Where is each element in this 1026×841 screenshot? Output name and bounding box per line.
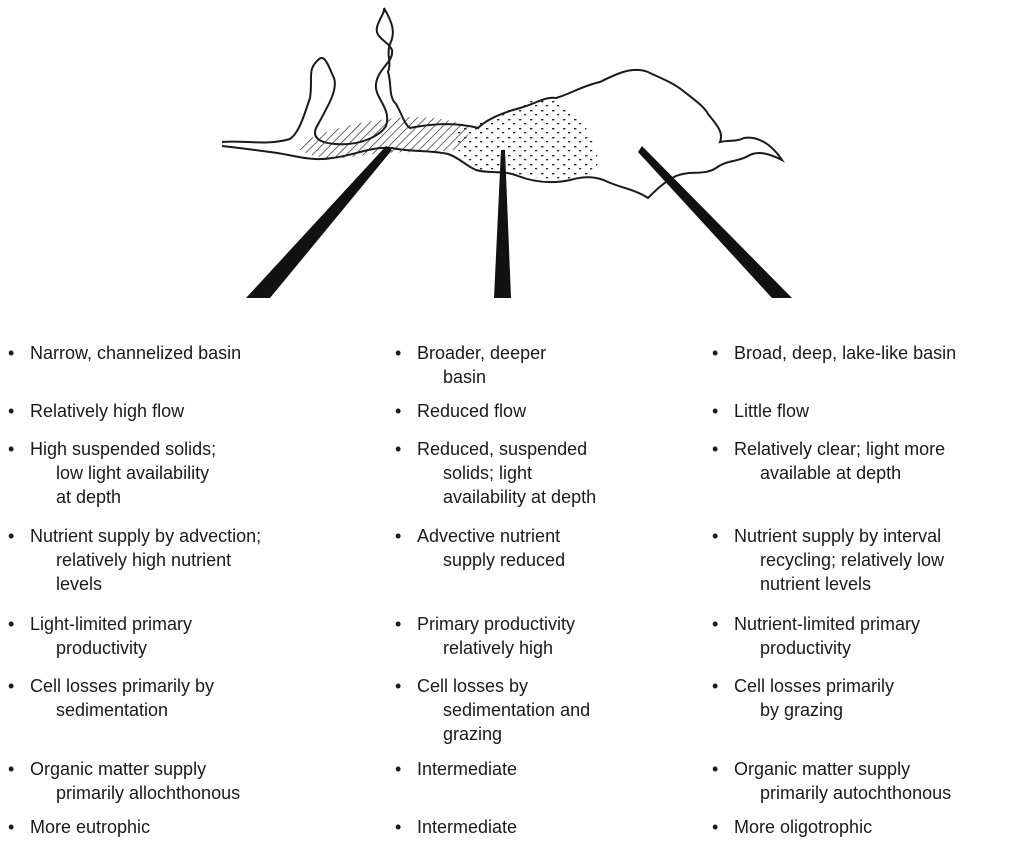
bullet: • [395,817,402,837]
list-item: • Relatively clear; light more available … [712,437,1026,485]
list-item: • Advective nutrient supply reduced [395,524,695,572]
item-text: Reduced, suspended solids; light availab… [417,439,597,507]
bullet: • [395,401,402,421]
list-item: • Narrow, channelized basin [8,341,378,365]
list-item: • Nutrient supply by advection; relativel… [8,524,378,596]
bullet: • [8,614,15,634]
item-text: Nutrient supply by advection; relatively… [30,526,262,594]
bullet: • [712,439,719,459]
estuary-outline [221,7,785,200]
item-text: Cell losses by sedimentation and grazing [417,676,591,744]
list-item: • Organic matter supply primarily autocht… [712,757,1026,805]
item-text: Broad, deep, lake-like basin [734,343,957,363]
hatched-riverine-zone [300,117,470,158]
item-text: Relatively high flow [30,401,185,421]
bullet: • [395,526,402,546]
item-text: Intermediate [417,759,518,779]
bullet: • [712,817,719,837]
item-text: Nutrient supply by interval recycling; r… [734,526,945,594]
list-item: • Intermediate [395,815,695,839]
bullet: • [712,526,719,546]
list-item: • High suspended solids; low light availa… [8,437,378,509]
bullet: • [8,526,15,546]
item-text: Organic matter supply primarily autochth… [734,759,952,803]
bullet: • [8,439,15,459]
list-item: • Little flow [712,399,1026,423]
item-text: Broader, deeper basin [417,343,547,387]
bullet: • [712,614,719,634]
bullet: • [8,817,15,837]
item-text: More eutrophic [30,817,151,837]
list-item: • Nutrient supply by interval recycling; … [712,524,1026,596]
bullet: • [395,439,402,459]
bullet: • [712,343,719,363]
list-item: • Broad, deep, lake-like basin [712,341,1026,365]
list-item: • Cell losses by sedimentation and grazin… [395,674,695,746]
bullet: • [8,759,15,779]
item-text: Narrow, channelized basin [30,343,242,363]
pointer-transition [494,150,511,298]
pointer-lacustrine [638,146,792,298]
item-text: Organic matter supply primarily allochth… [30,759,241,803]
pointer-riverine [246,146,392,298]
bullet: • [395,614,402,634]
bullet: • [712,759,719,779]
list-item: • Relatively high flow [8,399,378,423]
list-item: • Nutrient-limited primary productivity [712,612,1026,660]
item-text: High suspended solids; low light availab… [30,439,217,507]
item-text: More oligotrophic [734,817,873,837]
bullet: • [8,401,15,421]
bullet: • [8,676,15,696]
reservoir-zonation-figure [221,7,792,298]
item-text: Light-limited primary productivity [30,614,193,658]
list-item: • Reduced flow [395,399,695,423]
list-item: • More eutrophic [8,815,378,839]
list-item: • Intermediate [395,757,695,781]
item-text: Primary productivity relatively high [417,614,576,658]
list-item: • Broader, deeper basin [395,341,695,389]
item-text: Nutrient-limited primary productivity [734,614,921,658]
item-text: Advective nutrient supply reduced [417,526,566,570]
item-text: Little flow [734,401,810,421]
bullet: • [395,676,402,696]
item-text: Cell losses primarily by grazing [734,676,895,720]
item-text: Cell losses primarily by sedimentation [30,676,215,720]
bullet: • [395,759,402,779]
item-text: Relatively clear; light more available a… [734,439,946,483]
bullet: • [712,676,719,696]
item-text: Reduced flow [417,401,527,421]
list-item: • More oligotrophic [712,815,1026,839]
bullet: • [395,343,402,363]
list-item: • Cell losses primarily by sedimentation [8,674,378,722]
list-item: • Cell losses primarily by grazing [712,674,1026,722]
bullet: • [8,343,15,363]
list-item: • Primary productivity relatively high [395,612,695,660]
list-item: • Reduced, suspended solids; light availa… [395,437,695,509]
list-item: • Light-limited primary productivity [8,612,378,660]
list-item: • Organic matter supply primarily allocht… [8,757,378,805]
item-text: Intermediate [417,817,518,837]
bullet: • [712,401,719,421]
